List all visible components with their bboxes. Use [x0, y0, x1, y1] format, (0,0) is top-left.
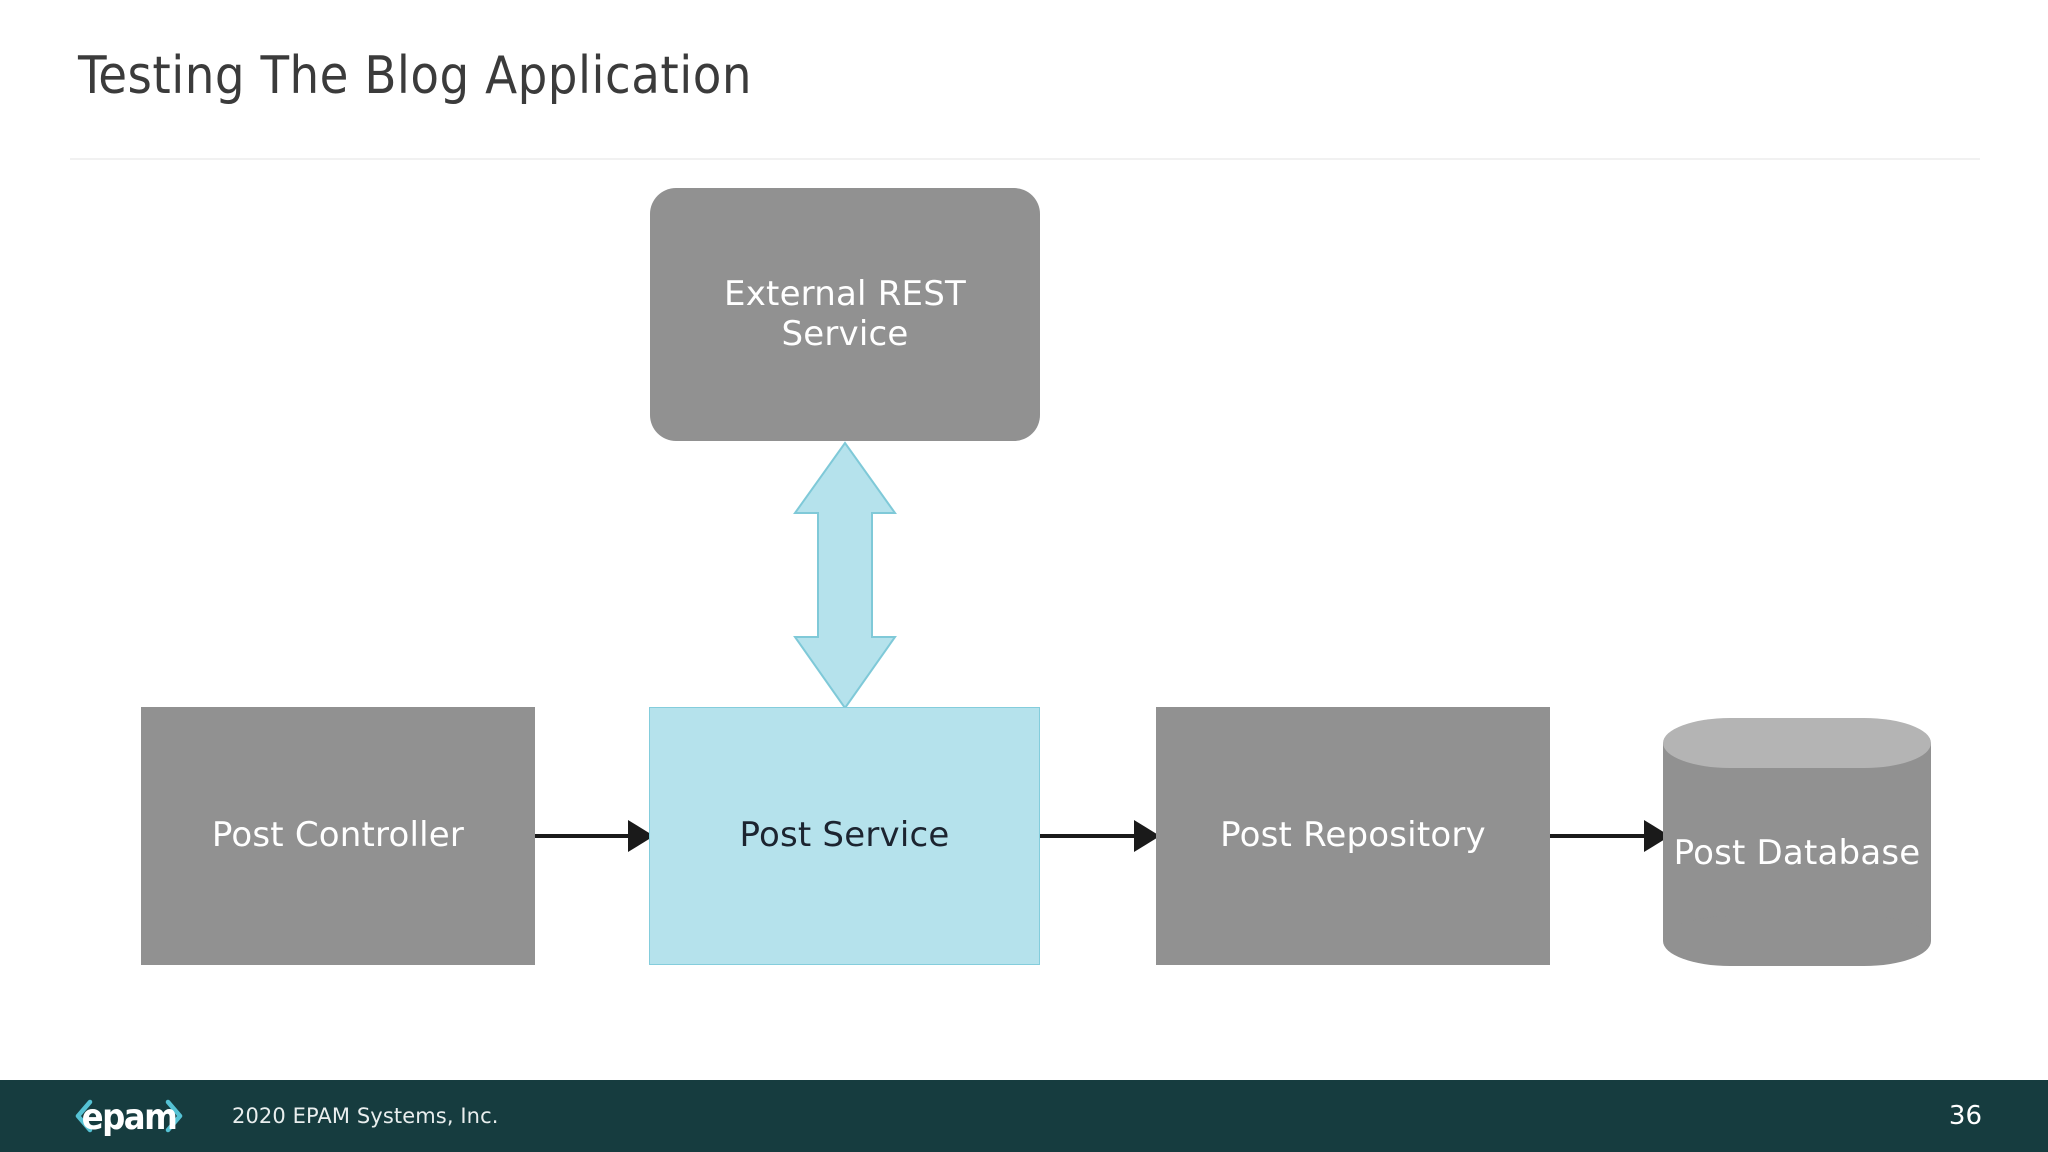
arrow-repository-to-database — [1550, 820, 1670, 852]
node-post-database-label: Post Database — [1673, 833, 1921, 873]
node-post-database[interactable]: Post Database — [1663, 718, 1931, 966]
node-post-repository-label: Post Repository — [1220, 815, 1486, 856]
node-external-rest-service-label: External REST Service — [724, 273, 966, 354]
architecture-diagram: External REST Service Post Controller Po… — [141, 188, 1931, 966]
double-arrow-service-external — [793, 441, 897, 710]
node-post-controller[interactable]: Post Controller — [141, 707, 535, 965]
title-divider — [70, 158, 1980, 160]
cylinder-top-ellipse — [1663, 718, 1931, 768]
epam-logo-icon: epam — [75, 1097, 183, 1136]
page-title: Testing The Blog Application — [78, 46, 752, 106]
node-post-controller-label: Post Controller — [211, 815, 465, 856]
node-post-repository[interactable]: Post Repository — [1156, 707, 1550, 965]
svg-text:epam: epam — [82, 1097, 177, 1136]
cylinder-body — [1663, 743, 1931, 941]
slide-footer: epam 2020 EPAM Systems, Inc. 36 — [0, 1080, 2048, 1152]
epam-logo[interactable]: epam — [70, 1096, 188, 1136]
cylinder-bottom-ellipse — [1663, 916, 1931, 966]
node-post-service-label: Post Service — [739, 815, 950, 856]
arrow-controller-to-service — [535, 820, 654, 852]
node-post-service[interactable]: Post Service — [649, 707, 1040, 965]
node-external-rest-service[interactable]: External REST Service — [650, 188, 1040, 441]
footer-page-number: 36 — [1948, 1101, 1982, 1131]
footer-copyright: 2020 EPAM Systems, Inc. — [232, 1104, 499, 1128]
arrow-service-to-repository — [1040, 820, 1160, 852]
